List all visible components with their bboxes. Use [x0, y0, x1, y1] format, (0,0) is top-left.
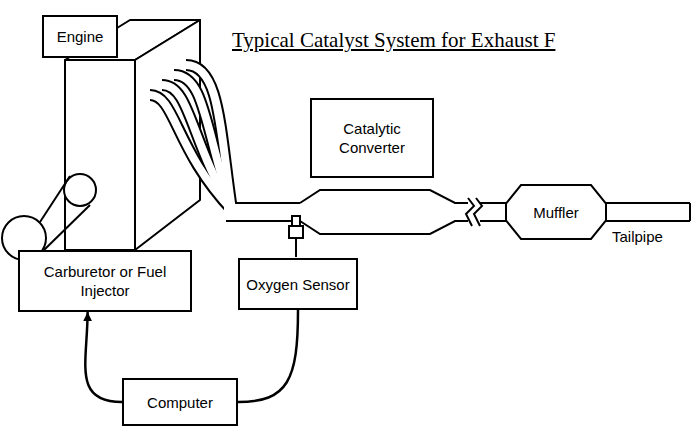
node-text: Muffler	[527, 203, 585, 222]
signal-connector	[85, 312, 122, 402]
muffler-polygon	[506, 185, 606, 239]
oxygen-sensor-probe	[289, 216, 303, 257]
exhaust-pipe	[300, 190, 690, 234]
exhaust-manifold	[150, 65, 302, 212]
sensor-box: Oxygen Sensor	[238, 258, 358, 310]
part-label: Tailpipe	[612, 228, 663, 245]
node-text: Computer	[141, 393, 219, 412]
signal-connector	[238, 310, 298, 402]
computer-box: Computer	[122, 378, 238, 426]
node-text: Engine	[51, 27, 110, 46]
arrow-head	[83, 312, 92, 321]
converter-label-box: Catalytic Converter	[310, 98, 434, 178]
node-text: Catalytic Converter	[312, 119, 432, 157]
muffler-shape: Muffler	[506, 184, 606, 240]
node-text: Oxygen Sensor	[240, 275, 355, 294]
engine-label-box: Engine	[42, 15, 118, 58]
carburetor-box: Carburetor or Fuel Injector	[18, 250, 192, 312]
node-text: Carburetor or Fuel Injector	[20, 262, 190, 300]
diagram-title: Typical Catalyst System for Exhaust F	[232, 28, 555, 53]
